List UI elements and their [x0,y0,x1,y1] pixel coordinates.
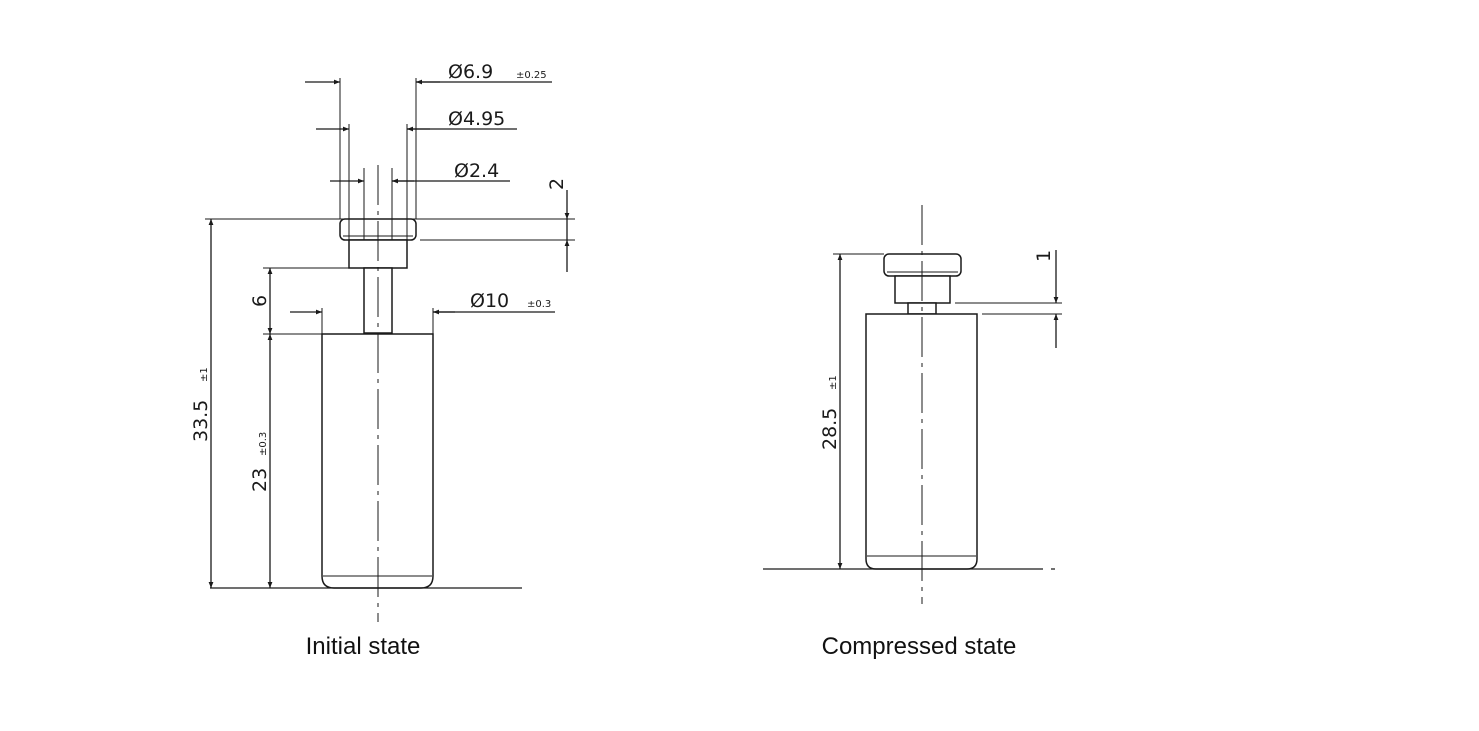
dim-compressed-total-tol: ±1 [828,375,839,390]
dim-neck-diameter-label: Ø4.95 [448,108,505,130]
dim-compressed-total-label: 28.5 [819,408,841,450]
dim-body-diameter-label: Ø10 [470,290,509,312]
dim-pin-diameter-label: Ø2.4 [454,160,499,182]
initial-state-drawing: Ø6.9 ±0.25 Ø4.95 Ø2.4 2 Ø1 [190,61,575,660]
dim-stroke-label: 6 [249,295,271,307]
dim-body-height: 23 ±0.3 [249,334,273,588]
dim-body-height-tol: ±0.3 [258,432,269,456]
dim-total-height-label: 33.5 [190,400,212,442]
dim-body-diameter: Ø10 ±0.3 [290,290,555,315]
initial-state-caption: Initial state [306,633,421,660]
dim-compressed-gap-label: 1 [1033,250,1055,262]
dim-neck-diameter: Ø4.95 [316,108,517,132]
dim-compressed-total: 28.5 ±1 [819,254,843,569]
dim-compressed-gap: 1 [1033,250,1059,348]
compressed-state-caption: Compressed state [822,633,1017,660]
dim-total-height: 33.5 ±1 [190,219,214,588]
dim-head-diameter-label: Ø6.9 [448,61,493,83]
dim-body-diameter-tol: ±0.3 [527,299,551,310]
dim-head-diameter-tol: ±0.25 [516,70,547,81]
dim-pin-diameter: Ø2.4 [330,160,510,184]
dim-head-height-label: 2 [546,178,568,190]
dim-stroke: 6 [249,268,273,334]
compressed-state-drawing: 1 28.5 ±1 Compressed state [763,205,1062,660]
dim-body-height-label: 23 [249,468,271,492]
dim-head-diameter: Ø6.9 ±0.25 [305,61,552,85]
dim-head-height: 2 [546,178,570,272]
dim-total-height-tol: ±1 [199,367,210,382]
